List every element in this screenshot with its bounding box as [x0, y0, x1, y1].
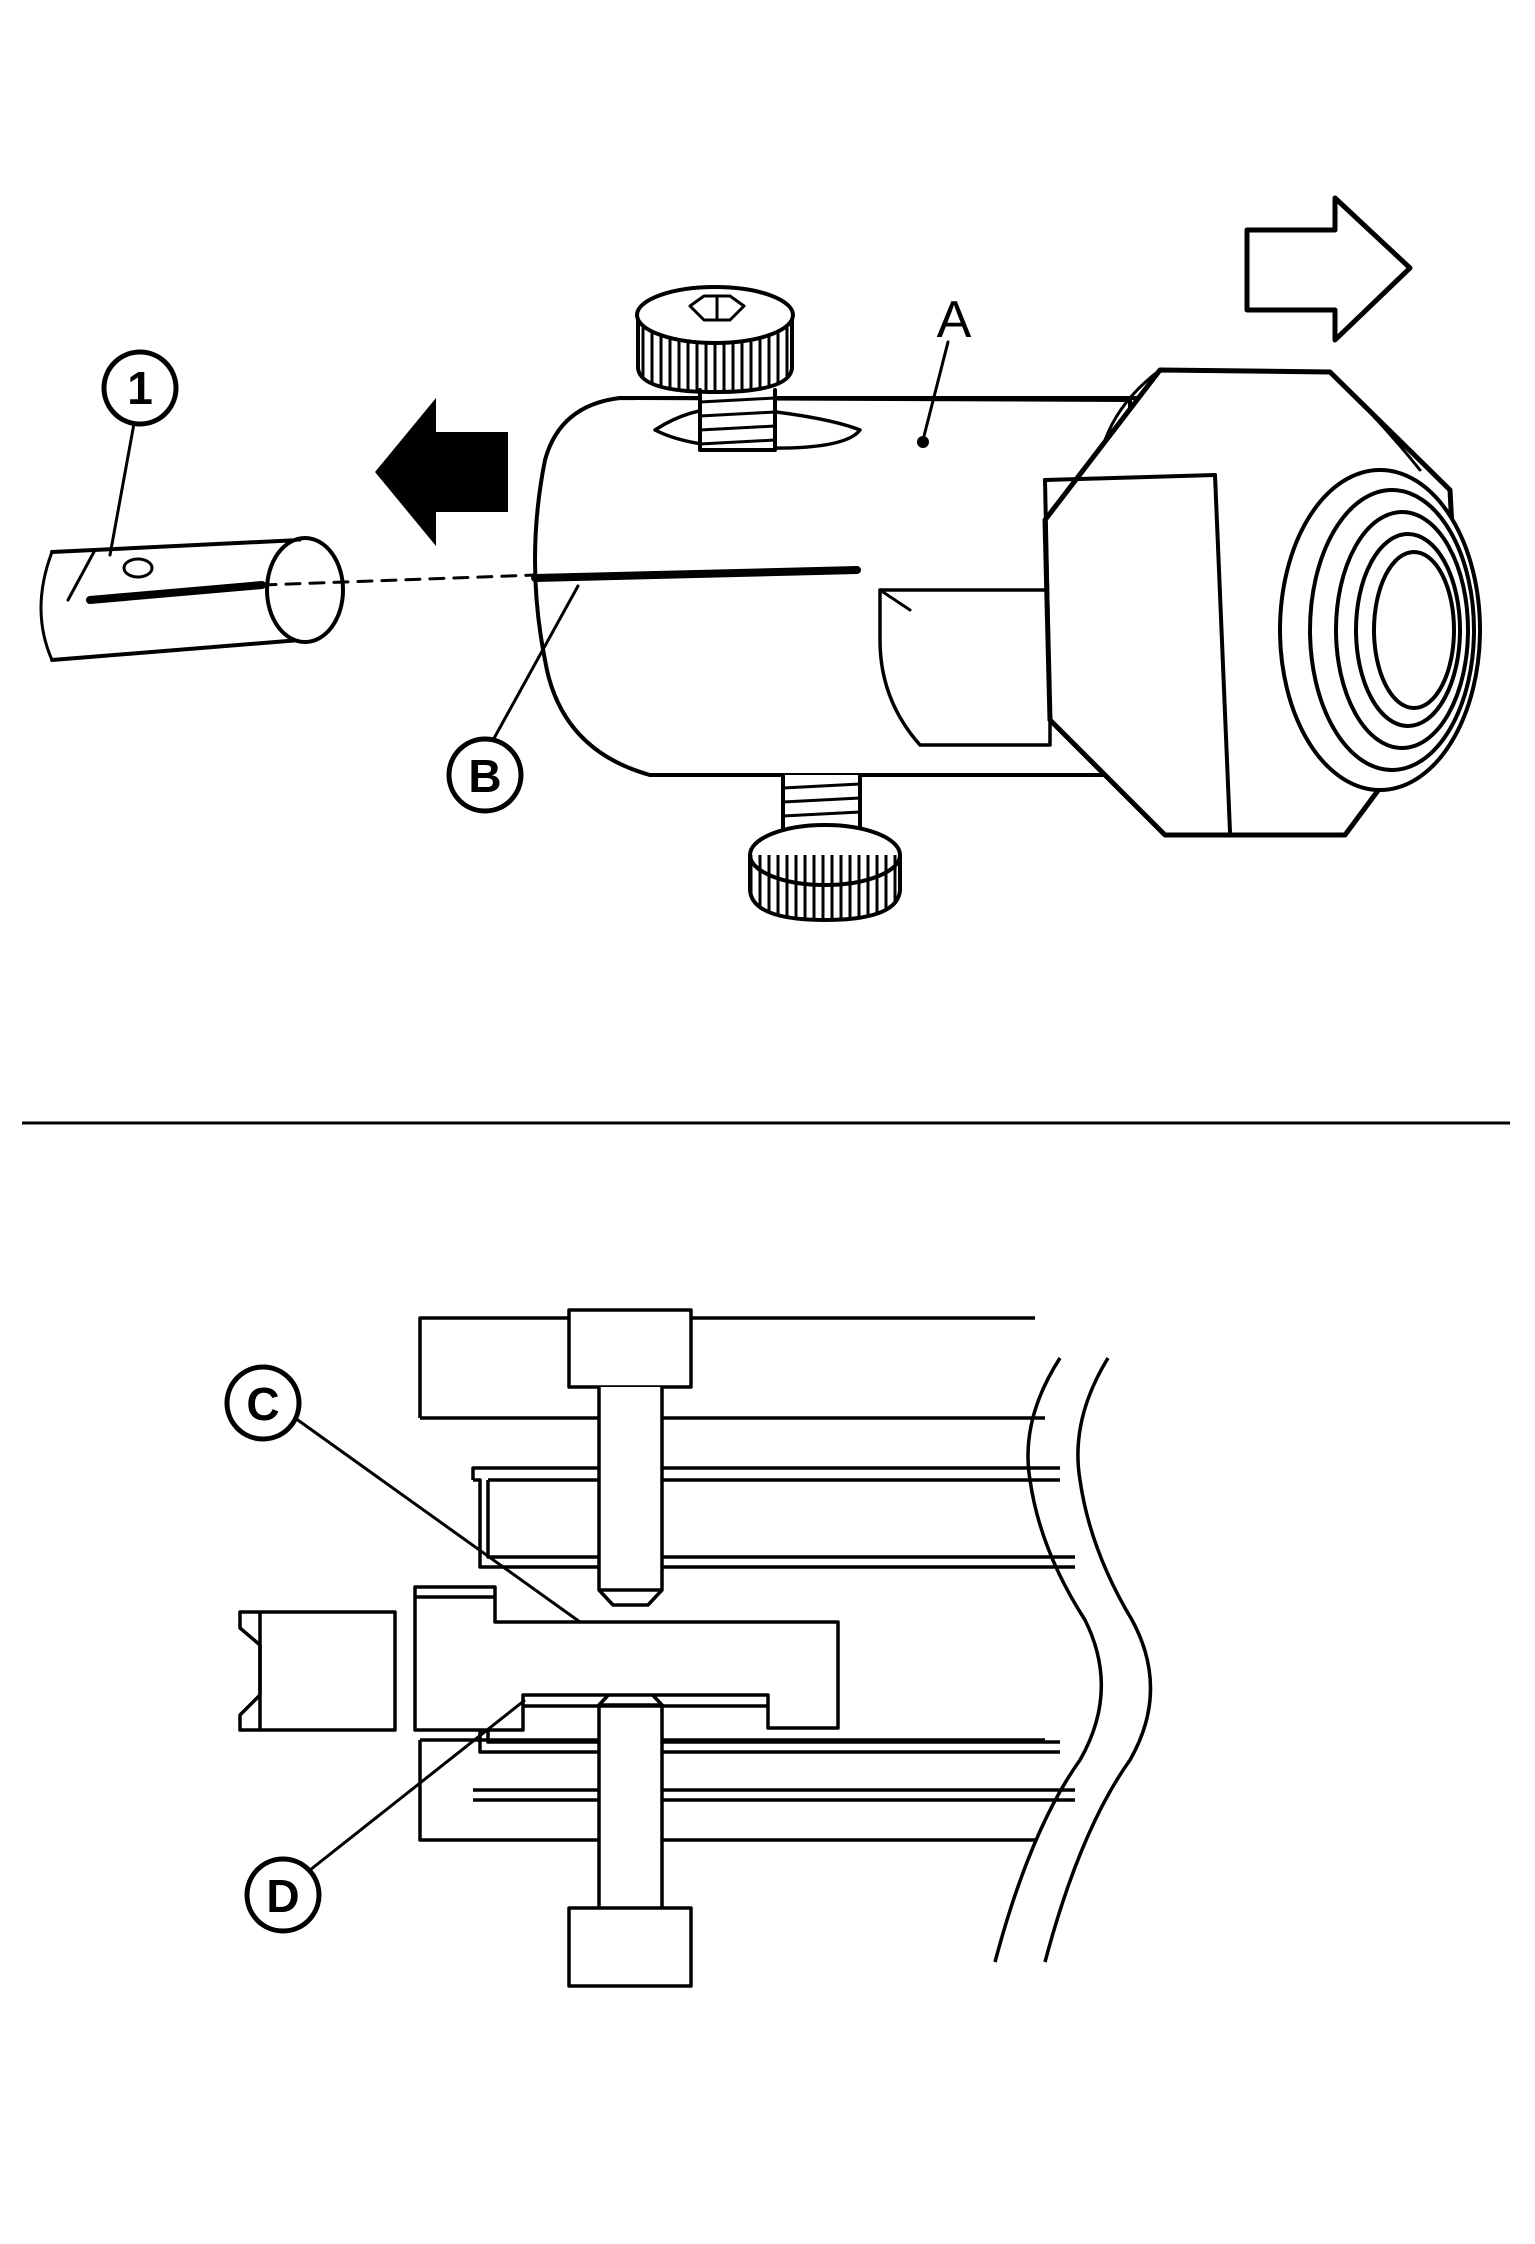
leader-line-1	[108, 416, 137, 557]
bottom-knurled-screw	[748, 773, 902, 922]
break-line-outer	[993, 1357, 1104, 1963]
label-A: A	[937, 291, 972, 349]
upper-bolt	[567, 1308, 693, 1607]
leader-dot-A	[917, 436, 929, 448]
leader-line-B	[490, 584, 580, 744]
bottom-figure	[238, 1308, 1153, 1988]
break-line-inner	[1043, 1357, 1153, 1963]
leader-line-A	[921, 340, 950, 442]
alignment-dashed-line	[260, 573, 537, 587]
callout-C-label: C	[246, 1378, 279, 1430]
callout-C: C	[224, 1364, 302, 1442]
top-knurled-screw	[635, 285, 795, 452]
top-figure	[39, 195, 1482, 922]
lower-bolt	[567, 1688, 693, 1988]
reference-line-B	[531, 566, 861, 582]
pull-direction-arrow-outline	[1244, 195, 1413, 343]
leader-line-D	[309, 1698, 526, 1872]
callout-B-label: B	[468, 750, 501, 802]
callout-B: B	[446, 736, 524, 814]
central-shaft	[238, 1585, 840, 1732]
callout-1-label: 1	[127, 362, 153, 414]
hex-nut	[1042, 367, 1482, 838]
callout-D-label: D	[266, 1870, 299, 1922]
callout-1: 1	[101, 349, 179, 427]
leader-line-C	[294, 1416, 581, 1624]
push-direction-arrow-solid	[375, 398, 508, 546]
reference-pin	[39, 536, 537, 662]
upper-housing	[418, 1316, 1075, 1569]
callout-D: D	[244, 1856, 322, 1934]
